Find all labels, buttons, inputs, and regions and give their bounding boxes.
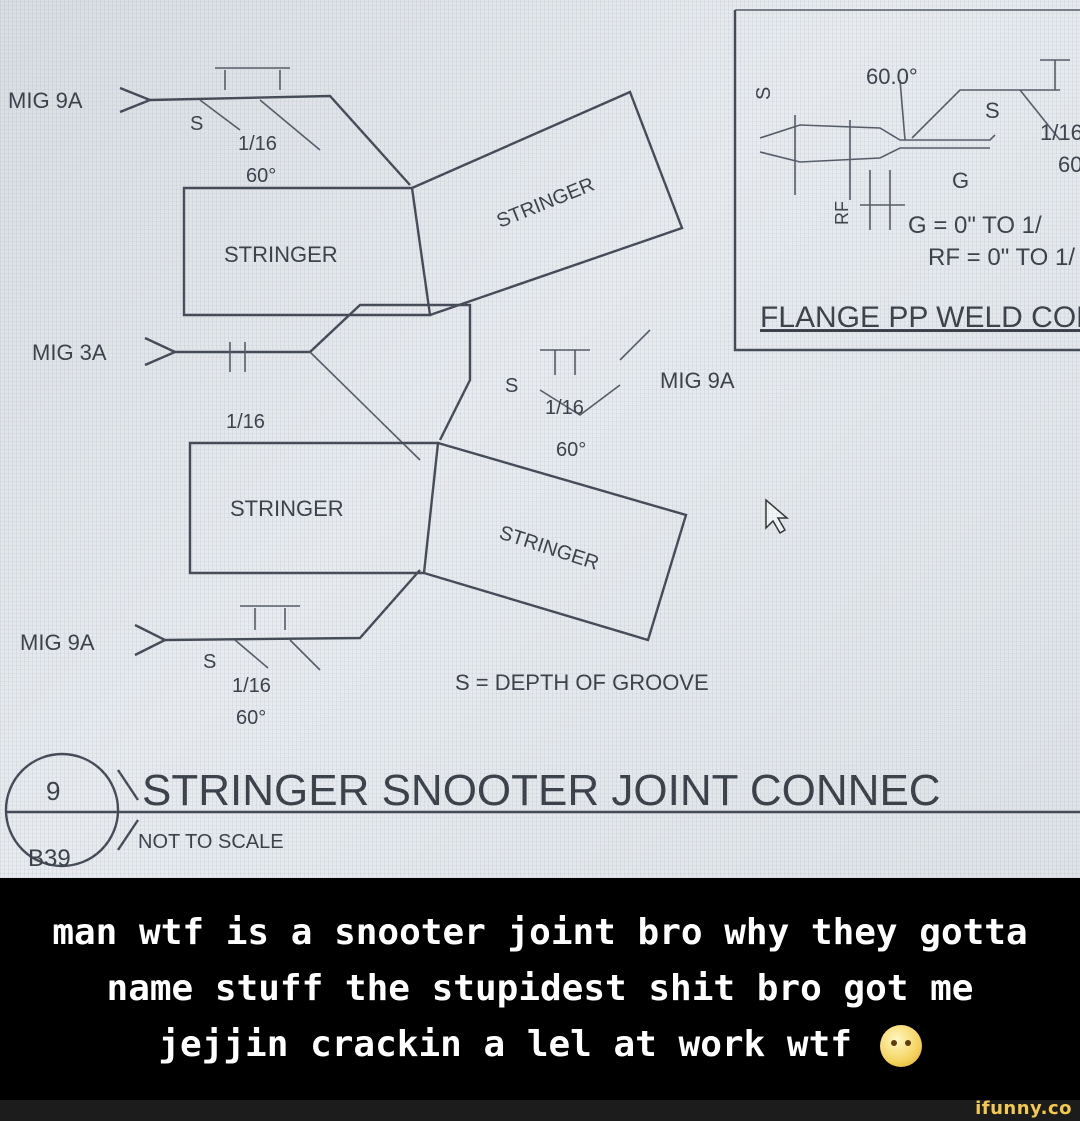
symbol-size-bottom: 1/16	[232, 675, 271, 697]
caption-line-3: jejjin crackin a lel at work wtf	[158, 1024, 852, 1065]
detail-rf-range: RF = 0" TO 1/	[928, 244, 1075, 271]
caption-line-1: man wtf is a snooter joint bro why they …	[52, 912, 1028, 953]
symbol-s-bottom: S	[203, 651, 216, 673]
detail-box: S 60.0° S 1/16 60 G RF G = 0" TO 1/ RF =…	[733, 9, 1080, 352]
sheet-number: B39	[28, 845, 71, 872]
symbol-angle-mid-right: 60°	[556, 439, 586, 461]
symbol-size-mid-right: 1/16	[545, 397, 584, 419]
callout-mid-left: MIG 3A	[32, 340, 107, 365]
title-block: 9 B39 STRINGER SNOOTER JOINT CONNEC NOT …	[4, 752, 1080, 872]
caption-line-2: name stuff the stupidest shit bro got me	[106, 968, 974, 1009]
depth-note: S = DEPTH OF GROOVE	[455, 670, 709, 695]
stringer-label-3: STRINGER	[230, 496, 344, 521]
footer-bar	[0, 1100, 1080, 1121]
meme-caption: man wtf is a snooter joint bro why they …	[0, 878, 1080, 1100]
stringer-label-1: STRINGER	[224, 242, 338, 267]
symbol-s-mid: S	[505, 375, 518, 397]
callout-top-left: MIG 9A	[8, 88, 83, 113]
detail-s-label: S	[753, 87, 775, 100]
full-moon-face-emoji-icon	[879, 1025, 922, 1067]
stringer-assembly: MIG 9A S 1/16 60° STRINGER STRINGER MIG …	[8, 67, 790, 729]
symbol-angle-bottom: 60°	[236, 707, 266, 729]
symbol-angle-top: 60°	[246, 165, 276, 187]
symbol-s-top: S	[190, 113, 203, 135]
callout-mid-right: MIG 9A	[660, 368, 735, 393]
blueprint-photo: S 60.0° S 1/16 60 G RF G = 0" TO 1/ RF =…	[0, 0, 1080, 878]
detail-g-label: G	[952, 168, 969, 193]
detail-rf-label: RF	[832, 201, 852, 225]
scale-note: NOT TO SCALE	[138, 831, 284, 853]
symbol-size-mid: 1/16	[226, 411, 265, 433]
detail-angle-label: 60.0°	[866, 64, 918, 89]
symbol-size-top: 1/16	[238, 133, 277, 155]
detail-angle-short-label: 60	[1058, 152, 1080, 177]
detail-s2-label: S	[985, 98, 1000, 123]
weld-drawing: S 60.0° S 1/16 60 G RF G = 0" TO 1/ RF =…	[4, 9, 1080, 872]
callout-bottom-left: MIG 9A	[20, 630, 95, 655]
detail-size-label: 1/16	[1040, 120, 1080, 145]
stringer-label-2: STRINGER	[494, 174, 598, 233]
detail-title: FLANGE PP WELD CON	[760, 301, 1080, 334]
mouse-cursor-icon	[765, 498, 790, 535]
ifunny-watermark[interactable]: ifunny.co	[975, 1098, 1072, 1119]
stringer-label-4: STRINGER	[496, 522, 601, 575]
detail-g-range: G = 0" TO 1/	[908, 212, 1042, 239]
drawing-title: STRINGER SNOOTER JOINT CONNEC	[142, 766, 941, 815]
detail-number: 9	[46, 776, 60, 806]
